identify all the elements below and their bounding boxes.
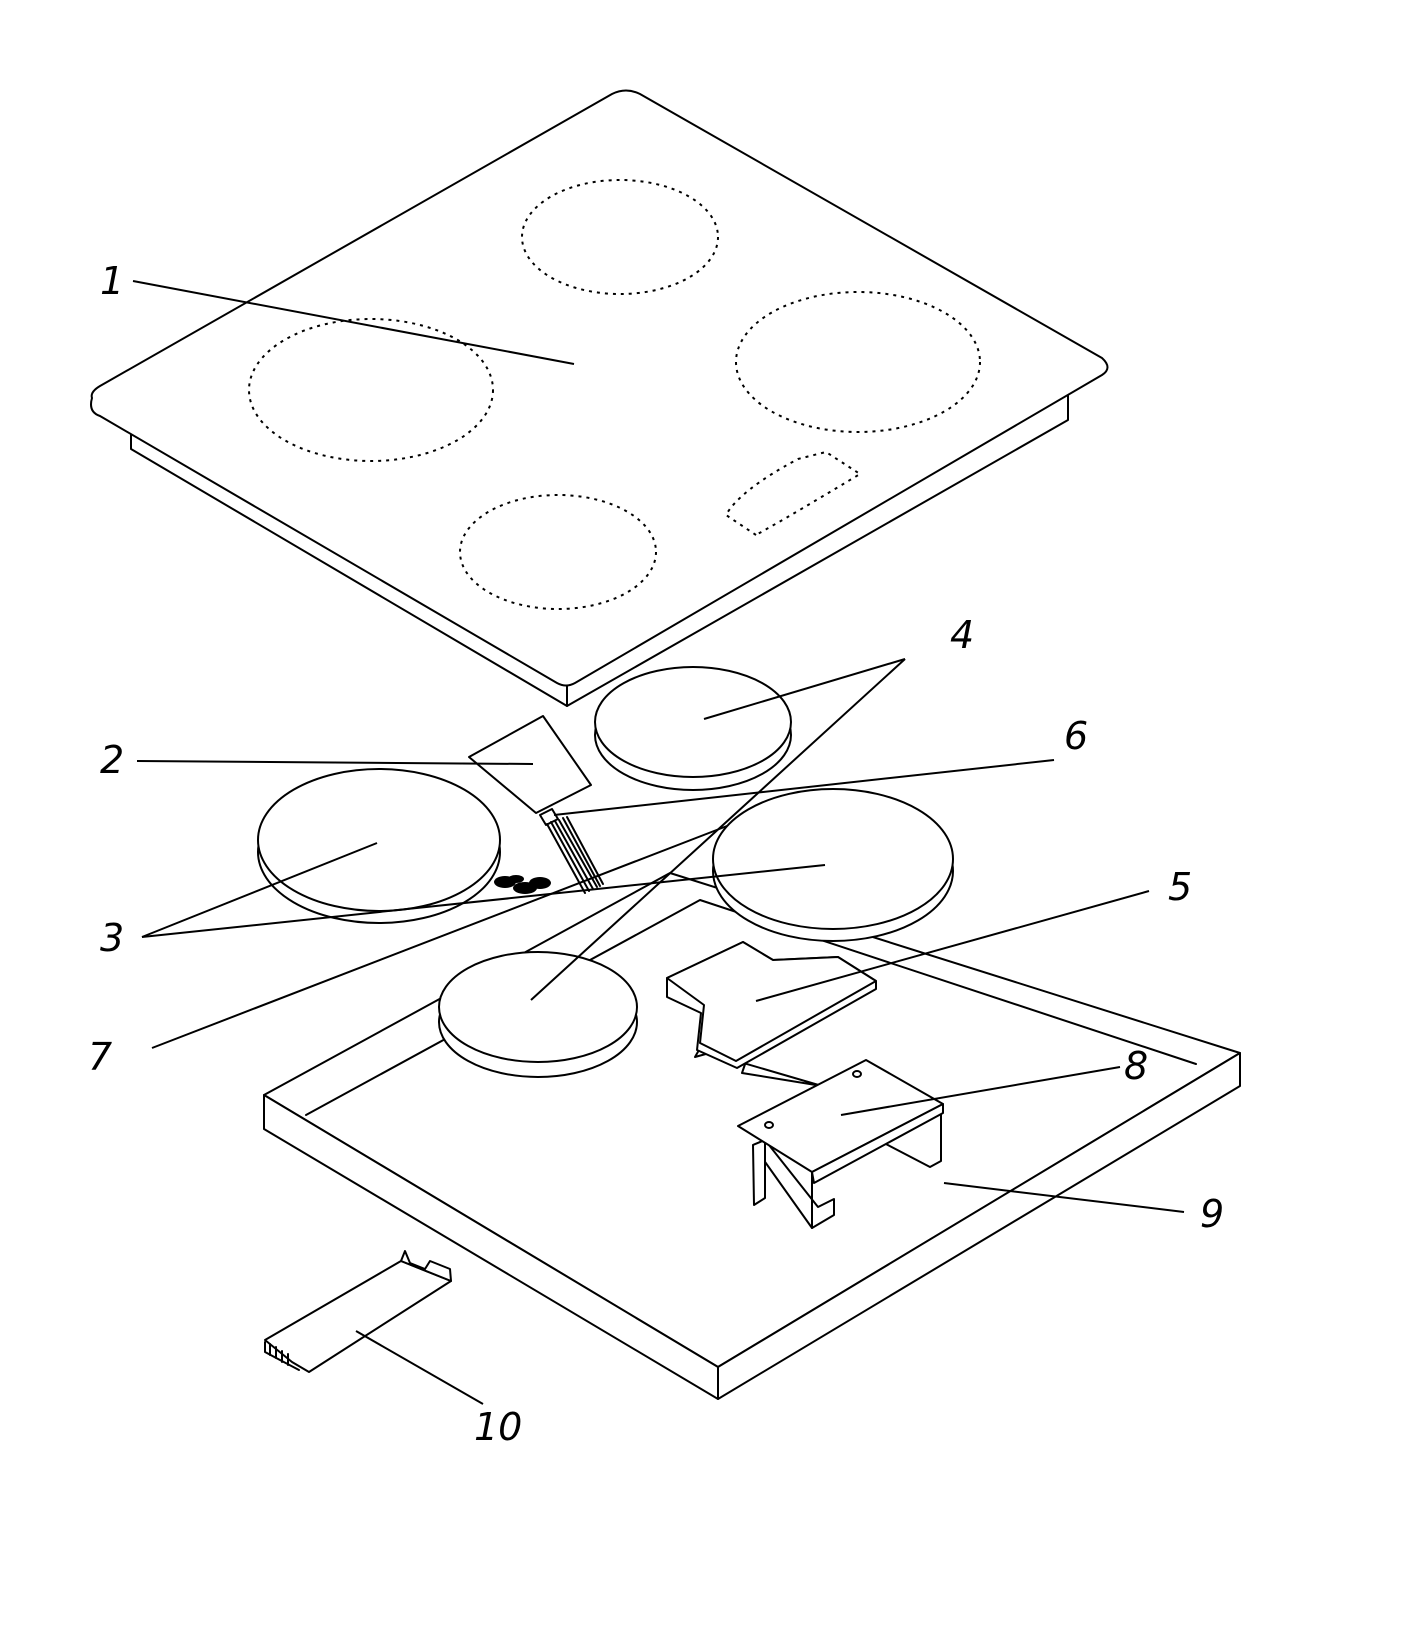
label-9: 9 bbox=[1200, 1192, 1224, 1236]
coil-right bbox=[712, 788, 954, 942]
control-board bbox=[666, 941, 877, 1087]
label-10: 10 bbox=[474, 1405, 522, 1449]
label-1: 1 bbox=[100, 259, 124, 303]
coil-rear bbox=[594, 666, 792, 791]
leader-9 bbox=[943, 1182, 1185, 1213]
bracket bbox=[737, 1059, 944, 1229]
cooktop-plate bbox=[90, 89, 1109, 707]
reference-numerals: 1 2 3 4 5 6 7 8 9 10 bbox=[88, 259, 1224, 1449]
leader-8 bbox=[840, 1066, 1121, 1116]
label-7: 7 bbox=[88, 1035, 112, 1079]
label-3: 3 bbox=[100, 916, 124, 960]
leader-7 bbox=[151, 825, 728, 1049]
bottom-cover bbox=[264, 1250, 452, 1373]
leader-3a bbox=[141, 842, 378, 938]
leader-lines bbox=[132, 280, 1185, 1405]
leader-3b bbox=[141, 864, 826, 938]
leader-2 bbox=[136, 760, 534, 765]
leader-4a bbox=[703, 658, 906, 720]
leader-10 bbox=[355, 1330, 484, 1405]
leader-6 bbox=[553, 759, 1055, 816]
label-2: 2 bbox=[100, 738, 124, 782]
label-6: 6 bbox=[1064, 714, 1088, 758]
label-8: 8 bbox=[1124, 1044, 1148, 1088]
label-4: 4 bbox=[950, 613, 974, 657]
ribbon-cable bbox=[539, 808, 604, 894]
coil-left bbox=[257, 768, 501, 924]
label-5: 5 bbox=[1168, 865, 1192, 909]
leader-1 bbox=[132, 280, 575, 365]
leader-5 bbox=[755, 890, 1150, 1002]
coil-front bbox=[438, 951, 638, 1078]
connector-components bbox=[494, 875, 551, 894]
